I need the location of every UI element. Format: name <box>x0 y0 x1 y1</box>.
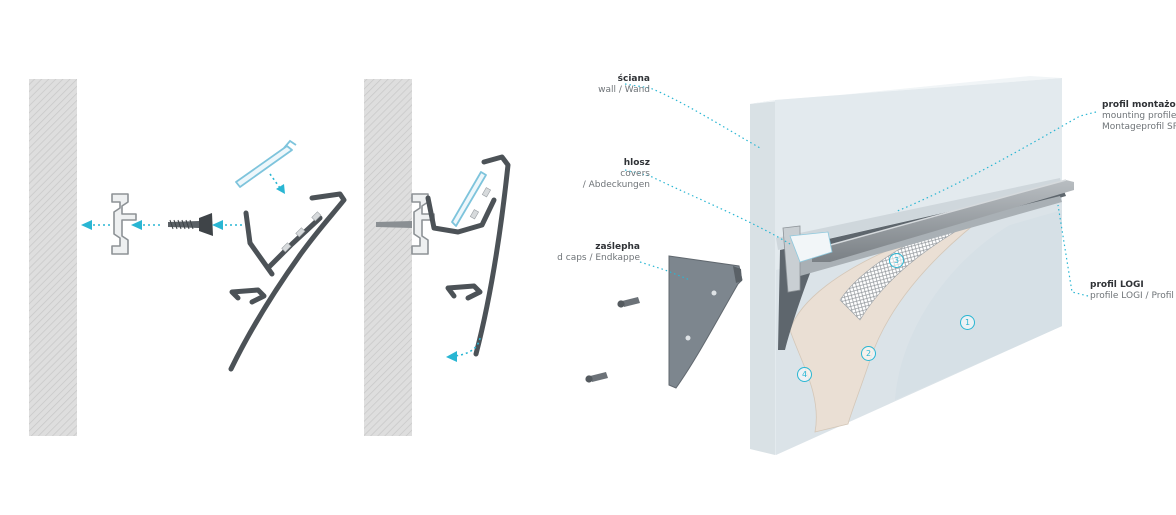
plaster-layer-2 <box>789 211 991 433</box>
logi-profile-middle <box>425 154 511 357</box>
marker-1: 1 <box>960 315 975 330</box>
label-covers-title: hlosz <box>623 158 650 168</box>
middle-scene <box>364 79 511 436</box>
end-cap <box>668 255 743 389</box>
label-wall-sub: wall / Wand <box>598 85 650 95</box>
screw-icon <box>168 213 213 236</box>
panel-layer-1 <box>895 210 1062 400</box>
label-wall-title: ściana <box>617 74 650 84</box>
wall-panel-top <box>750 76 1062 104</box>
marker-2: 2 <box>861 346 876 361</box>
label-endcap-sub: d caps / Endkappe <box>557 253 640 263</box>
label-covers-sub2: / Abdeckungen <box>582 180 650 190</box>
cover-strip-middle <box>451 171 487 227</box>
right-scene <box>585 76 1097 455</box>
label-endcap: zaślepha d caps / Endkappe <box>520 242 640 264</box>
wall-panel-side <box>750 100 775 455</box>
label-mounting-sub2: Montageprofil SPA <box>1102 122 1176 132</box>
label-logi: profil LOGI profile LOGI / Profil LC <box>1090 280 1176 302</box>
label-mounting-sub1: mounting profile S <box>1102 111 1176 121</box>
arrowhead-middle-icon <box>446 351 457 362</box>
wall-section-left <box>29 79 77 436</box>
arrowhead-icons <box>81 184 285 230</box>
left-scene <box>29 79 347 436</box>
label-logi-title: profil LOGI <box>1090 280 1144 290</box>
screw-icons-right <box>585 297 640 383</box>
label-mounting: profil montażowy S mounting profile S Mo… <box>1102 100 1176 133</box>
callout-lines <box>624 83 1097 297</box>
marker-4: 4 <box>797 367 812 382</box>
marker-3: 3 <box>889 253 904 268</box>
label-logi-sub: profile LOGI / Profil LC <box>1090 291 1176 301</box>
label-wall: ściana wall / Wand <box>546 74 650 96</box>
top-rail <box>812 180 1074 262</box>
label-endcap-title: zaślepha <box>595 242 640 252</box>
mounting-clip-left <box>111 193 137 255</box>
logi-profile-left <box>228 191 347 372</box>
led-strip-left <box>281 211 322 253</box>
cover-strip-left <box>235 145 293 188</box>
led-strip-middle <box>469 187 492 220</box>
label-mounting-title: profil montażowy S <box>1102 100 1176 110</box>
label-covers: hlosz covers / Abdeckungen <box>546 158 650 191</box>
mounting-clip-middle <box>411 193 435 255</box>
screw-in-wall-icon <box>376 221 412 228</box>
label-covers-sub1: covers <box>620 169 650 179</box>
wall-section-middle <box>364 79 412 436</box>
arrow-left-icons <box>90 173 281 226</box>
